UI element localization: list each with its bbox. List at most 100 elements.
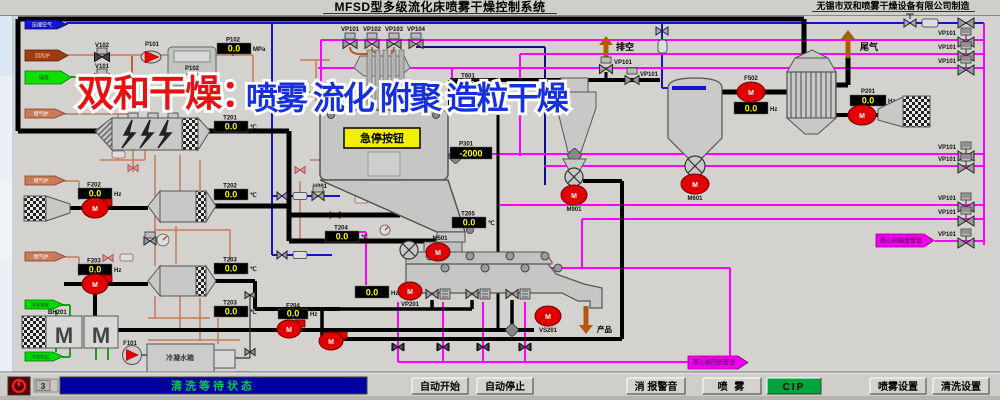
svg-text:喷 雾: 喷 雾: [718, 380, 747, 393]
svg-text:0.0: 0.0: [366, 288, 379, 298]
svg-text:T205: T205: [461, 212, 475, 218]
svg-text:℃: ℃: [250, 309, 257, 316]
svg-text:P201: P201: [861, 89, 876, 95]
svg-text:0.0: 0.0: [463, 218, 476, 228]
svg-text:VP101: VP101: [614, 60, 633, 66]
svg-text:℃: ℃: [488, 82, 495, 89]
svg-text:压缩空气: 压缩空气: [32, 22, 52, 29]
svg-text:0.0: 0.0: [225, 307, 238, 317]
svg-text:M: M: [859, 113, 865, 120]
svg-text:M: M: [571, 193, 577, 200]
svg-text:F202: F202: [87, 183, 101, 189]
svg-text:Hz: Hz: [770, 107, 777, 113]
svg-text:燃气炉: 燃气炉: [33, 111, 48, 118]
svg-text:M: M: [92, 282, 98, 289]
svg-text:T203: T203: [223, 301, 237, 307]
svg-text:CIP: CIP: [783, 382, 806, 393]
svg-text:VP103: VP103: [385, 27, 404, 33]
svg-text:F502: F502: [744, 76, 758, 82]
svg-text:尾气: 尾气: [859, 41, 878, 52]
svg-text:MPa: MPa: [253, 47, 266, 53]
svg-text:急停按钮: 急停按钮: [360, 131, 404, 145]
svg-text:T202: T202: [223, 184, 237, 190]
svg-text:0.0: 0.0: [336, 232, 349, 242]
svg-text:冷冻水进: 冷冻水进: [31, 302, 49, 309]
svg-text:M: M: [286, 327, 292, 334]
svg-text:0.0: 0.0: [225, 122, 238, 132]
svg-text:VP201: VP201: [401, 302, 420, 308]
svg-text:V101: V101: [95, 64, 110, 70]
svg-text:M: M: [407, 289, 413, 296]
svg-text:-2000: -2000: [459, 149, 482, 159]
svg-text:0.0: 0.0: [228, 44, 241, 54]
svg-text:F203: F203: [87, 259, 101, 265]
svg-text:喷雾 流化 附聚 造粒干燥: 喷雾 流化 附聚 造粒干燥: [246, 80, 570, 116]
svg-text:VP101: VP101: [938, 157, 957, 163]
svg-text:℃: ℃: [250, 124, 257, 131]
svg-text:VP101: VP101: [938, 232, 957, 238]
svg-text:冷冻水出: 冷冻水出: [31, 354, 49, 361]
svg-text:℃: ℃: [361, 234, 368, 241]
svg-text:VP101: VP101: [640, 72, 659, 78]
svg-text:M: M: [92, 206, 98, 213]
svg-text:燃气炉: 燃气炉: [33, 178, 48, 185]
svg-text:3: 3: [41, 382, 46, 391]
svg-text:VP101: VP101: [341, 27, 360, 33]
svg-text:双和干燥：: 双和干燥：: [77, 73, 257, 114]
svg-text:T204: T204: [334, 226, 348, 232]
svg-text:VS201: VS201: [539, 328, 558, 334]
svg-text:M: M: [328, 339, 334, 346]
svg-text:离心机输送管道: 离心机输送管道: [880, 237, 922, 245]
svg-text:VP102: VP102: [363, 27, 382, 33]
svg-text:0.0: 0.0: [225, 264, 238, 274]
svg-text:0.0: 0.0: [463, 80, 476, 90]
svg-text:MFSD型多级流化床喷雾干燥控制系统: MFSD型多级流化床喷雾干燥控制系统: [335, 0, 546, 14]
svg-text:离心机回流管道: 离心机回流管道: [693, 359, 735, 367]
svg-text:T601: T601: [461, 74, 475, 80]
svg-text:P102: P102: [226, 38, 241, 44]
svg-text:℃: ℃: [250, 192, 257, 199]
svg-text:℃: ℃: [488, 220, 495, 227]
svg-text:排空: 排空: [616, 41, 634, 52]
svg-text:M501: M501: [432, 236, 448, 242]
svg-text:电导: 电导: [39, 75, 49, 82]
svg-text:产品: 产品: [597, 324, 612, 334]
svg-text:M: M: [435, 250, 441, 257]
svg-text:VP101: VP101: [938, 31, 957, 37]
svg-text:M901: M901: [566, 207, 582, 213]
svg-text:BH201: BH201: [48, 310, 67, 316]
svg-text:T201: T201: [223, 116, 237, 122]
svg-text:0.0: 0.0: [225, 190, 238, 200]
svg-text:VP101: VP101: [938, 59, 957, 65]
svg-text:回风炉: 回风炉: [35, 53, 50, 60]
svg-text:℃: ℃: [250, 266, 257, 273]
svg-text:VP101: VP101: [938, 210, 957, 216]
svg-text:Hz: Hz: [114, 268, 121, 274]
svg-text:无锡市双和喷雾干燥设备有限公司制造: 无锡市双和喷雾干燥设备有限公司制造: [815, 0, 970, 11]
svg-text:0.0: 0.0: [287, 309, 300, 319]
svg-text:VP101: VP101: [938, 196, 957, 202]
svg-text:清洗设置: 清洗设置: [941, 380, 981, 393]
svg-text:燃气炉: 燃气炉: [33, 254, 48, 261]
svg-text:M: M: [55, 323, 73, 348]
svg-text:Hz: Hz: [310, 312, 317, 318]
svg-text:P102: P102: [185, 66, 200, 72]
svg-text:T203: T203: [223, 258, 237, 264]
svg-text:V102: V102: [95, 43, 110, 49]
svg-text:M: M: [92, 323, 110, 348]
svg-text:Hz: Hz: [114, 192, 121, 198]
svg-text:M: M: [692, 182, 698, 189]
svg-text:VP101: VP101: [938, 145, 957, 151]
svg-text:自动开始: 自动开始: [420, 380, 460, 393]
svg-text:自动停止: 自动停止: [485, 380, 525, 393]
svg-text:Hz: Hz: [391, 291, 398, 297]
svg-text:0.0: 0.0: [745, 104, 758, 114]
svg-text:0.0: 0.0: [89, 265, 102, 275]
svg-text:VP101: VP101: [938, 45, 957, 51]
svg-text:F101: F101: [123, 341, 137, 347]
svg-text:F204: F204: [286, 304, 300, 310]
svg-text:P301: P301: [459, 142, 474, 148]
svg-text:清洗等待状态: 清洗等待状态: [171, 379, 255, 393]
svg-text:P101: P101: [145, 42, 160, 48]
svg-text:0.0: 0.0: [862, 96, 875, 106]
